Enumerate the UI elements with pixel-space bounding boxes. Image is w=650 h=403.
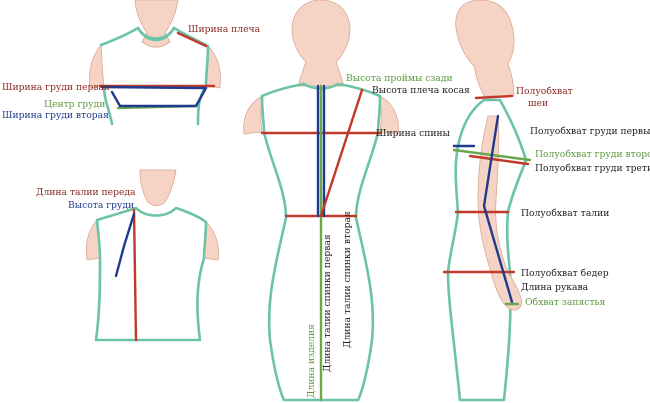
back-left-arm-skin: [243, 95, 263, 135]
front2-neck-skin: [139, 169, 177, 207]
front-torso-figure: [89, 0, 221, 126]
label-back-width: Ширина спины: [376, 128, 450, 139]
label-half-waist-girth: Полуобхват талии: [521, 208, 609, 219]
label-garment-length: Длина изделия: [306, 324, 317, 398]
back-head-skin: [291, 0, 351, 87]
side-arm-skin: [477, 115, 523, 311]
label-sleeve-length: Длина рукава: [521, 282, 589, 293]
label-front-waist-length: Длина талии переда: [36, 187, 136, 198]
shoulder-width-line: [176, 31, 208, 48]
chest-width-second-line: [100, 85, 206, 90]
label-bust-height: Высота груди: [68, 200, 134, 211]
chest-width-second-arc: [110, 86, 208, 108]
back-dress-outline: [260, 82, 382, 402]
label-back-armhole-height: Высота проймы сзади: [346, 73, 453, 84]
label-half-chest-girth-first: Полуобхват груди первый: [530, 126, 650, 137]
back-figure: [243, 0, 399, 402]
side-head-skin: [455, 0, 515, 97]
label-shoulder-slope-height: Высота плеча косая: [372, 85, 470, 96]
side-figure: [442, 0, 532, 402]
label-chest-width-first: Ширина груди первая: [2, 82, 110, 93]
label-chest-width-second: Ширина груди вторая: [2, 110, 109, 121]
label-half-chest-girth-second: Полуобхват груди второй: [535, 149, 650, 160]
label-bust-center: Центр груди: [44, 99, 105, 110]
label-half-hip-girth: Полуобхват бедер: [521, 268, 609, 279]
front-torso-lower-figure: [86, 169, 219, 342]
label-back-waist-length-second: Длина талии спинки вторая: [342, 211, 353, 348]
half-chest-girth-third-line: [468, 154, 530, 166]
sleeve-length-line: [482, 114, 514, 304]
front-left-arm-skin: [89, 44, 105, 89]
side-dress-outline: [446, 98, 528, 402]
label-back-waist-length-first: Длина талии спинки первая: [322, 234, 333, 372]
label-wrist-girth: Обхват запястья: [525, 297, 606, 308]
bust-height-line: [114, 212, 136, 278]
front-neckline: [136, 26, 176, 42]
front-waist-length-line: [132, 208, 138, 342]
label-half-chest-girth-third: Полуобхват груди третий: [535, 163, 650, 174]
half-neck-girth-line: [474, 94, 514, 100]
shoulder-slope-height-line: [319, 88, 364, 218]
label-half-neck-girth-2: шеи: [528, 98, 548, 109]
front2-dress-outline: [94, 206, 208, 342]
label-half-neck-girth-1: Полуобхват: [516, 86, 573, 97]
label-shoulder-width: Ширина плеча: [188, 24, 261, 35]
